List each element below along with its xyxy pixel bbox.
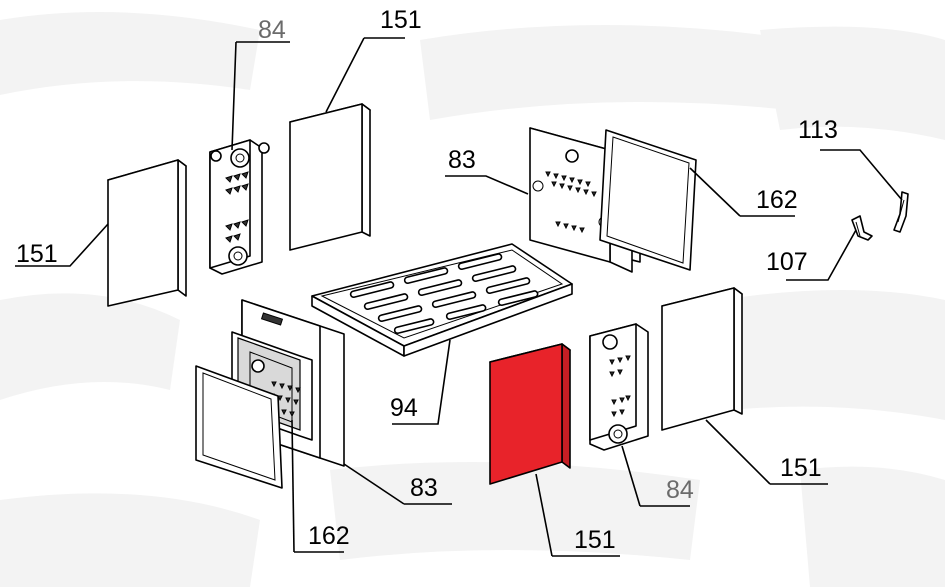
label-107: 107 (766, 248, 808, 276)
leader-lines (15, 37, 903, 557)
label-83-bottom: 83 (410, 474, 438, 502)
label-83-center: 83 (448, 146, 476, 174)
label-113: 113 (798, 116, 838, 144)
grate-94 (311, 243, 573, 357)
label-151-red: 151 (574, 526, 616, 554)
label-84-bottom: 84 (666, 476, 694, 504)
clip-107 (851, 215, 873, 241)
label-94: 94 (390, 394, 418, 422)
label-151-bottom-right: 151 (780, 454, 822, 482)
brick-151-left (107, 159, 187, 307)
label-84-top: 84 (258, 16, 286, 44)
label-151-top: 151 (380, 6, 422, 34)
watermark-background (0, 12, 945, 587)
label-151-left: 151 (16, 240, 58, 268)
label-162-right: 162 (756, 186, 798, 214)
gasket-162-bottom (195, 365, 283, 489)
gasket-162-right (599, 129, 697, 271)
label-162-bottom: 162 (308, 522, 350, 550)
callout-labels: 151 84 151 83 162 113 107 94 83 162 151 … (16, 6, 838, 554)
clip-113 (893, 191, 909, 233)
brick-151-top (289, 103, 371, 251)
brick-151-right (661, 287, 743, 431)
side-plate-84-top (209, 139, 270, 275)
brick-151-highlighted (489, 343, 571, 485)
side-plate-84-bottom (589, 323, 649, 451)
